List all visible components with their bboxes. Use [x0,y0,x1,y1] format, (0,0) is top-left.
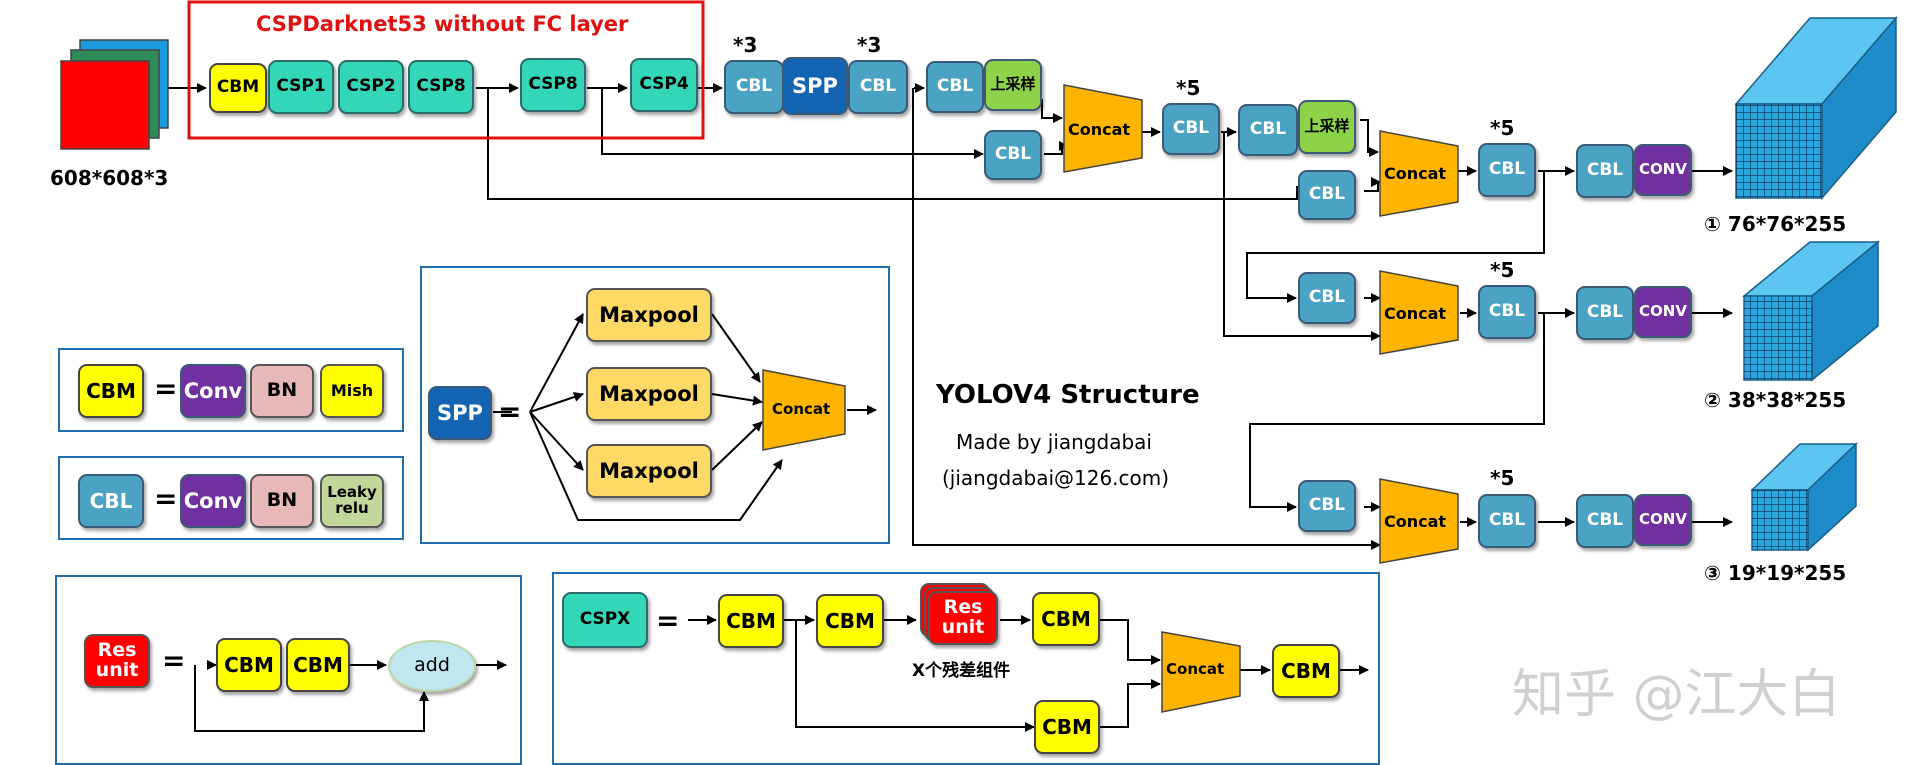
res-unit-cbm-2: CBM [286,638,350,692]
equals-spp: = [498,395,522,428]
neck-upsample-2: 上采样 [1298,100,1356,154]
cbm-definition-panel [58,348,404,432]
res-unit-cbm-1: CBM [216,638,282,692]
legend-cbl-bn: BN [250,474,314,528]
concat-label-4: Concat [1384,512,1447,531]
legend-cbl-conv: Conv [180,474,246,528]
legend-cspx: CSPX [562,592,648,648]
head-1-cbl: CBL [1576,144,1634,198]
repeat-label-cbl-before-spp: *3 [733,33,758,57]
diagram-title: YOLOV4 Structure [936,380,1200,410]
head-3-conv: CONV [1634,494,1692,546]
cspx-cbm-1: CBM [718,594,784,648]
equals-cbl: = [154,482,178,515]
neck-cbl-skip-1: CBL [984,130,1042,180]
cspx-cbm-3: CBM [1032,592,1100,646]
equals-res-unit: = [162,644,186,677]
neck-upsample-1: 上采样 [984,59,1042,111]
repeat-label-head-2: *5 [1490,258,1515,282]
head-2-conv: CONV [1634,286,1692,338]
author-credit: Made by jiangdabai [956,430,1152,454]
input-size-label: 608*608*3 [50,166,169,190]
backbone-csp8-b: CSP8 [520,58,586,112]
backbone-csp8-a: CSP8 [408,60,474,114]
neck-cbl-post-spp: CBL [848,60,908,114]
legend-cbm-bn: BN [250,364,314,418]
repeat-label-neck-1: *5 [1176,76,1201,100]
head-1-cbl-x5: CBL [1478,143,1536,197]
input-layer-red [60,60,150,150]
head-2-cbl-in: CBL [1298,272,1356,324]
cspx-cbm-out: CBM [1272,644,1340,698]
legend-cbm: CBM [78,364,144,418]
legend-cbl-leaky-relu: Leaky relu [320,474,384,528]
concat-label-cspx: Concat [1166,660,1225,678]
backbone-title: CSPDarknet53 without FC layer [256,12,629,36]
neck-cbl-skip-2: CBL [1298,170,1356,220]
legend-spp: SPP [428,386,492,440]
neck-cbl-1: CBL [926,61,984,113]
neck-cbl-2: CBL [1238,104,1298,156]
repeat-label-head-3: *5 [1490,466,1515,490]
head-3-cbl-x5: CBL [1478,494,1536,548]
equals-cspx: = [656,604,680,637]
output-label-76: ① 76*76*255 [1704,212,1847,236]
backbone-cbm: CBM [209,63,267,113]
backbone-frame [187,0,705,140]
legend-cbl: CBL [78,474,144,528]
concat-label-2: Concat [1384,164,1447,183]
watermark: 知乎 @江大白 [1512,665,1841,725]
concat-label-spp: Concat [772,400,831,418]
resunit-definition-panel [55,575,522,765]
head-3-cbl-in: CBL [1298,480,1356,532]
cbl-definition-panel [58,456,404,540]
output-label-19: ③ 19*19*255 [1704,561,1847,585]
legend-res-unit: Res unit [84,634,150,688]
cspx-cbm-shortcut: CBM [1034,700,1100,754]
legend-cbm-mish: Mish [320,364,384,418]
equals-cbm: = [154,372,178,405]
backbone-csp2: CSP2 [338,60,404,114]
head-1-conv: CONV [1634,144,1692,196]
concat-label-1: Concat [1068,120,1131,139]
spp-maxpool-3: Maxpool [586,444,712,498]
repeat-label-cbl-after-spp: *3 [857,33,882,57]
neck-cbl-pre-spp: CBL [724,60,784,114]
cspx-residual-count-label: X个残差组件 [912,661,1011,681]
backbone-csp4: CSP4 [630,58,698,112]
spp-maxpool-2: Maxpool [586,367,712,421]
cspx-res-unit: Res unit [928,591,998,645]
neck-spp: SPP [782,57,848,115]
head-2-cbl: CBL [1576,286,1634,340]
spp-maxpool-1: Maxpool [586,288,712,342]
repeat-label-head-1: *5 [1490,116,1515,140]
backbone-csp1: CSP1 [268,60,334,114]
spp-definition-panel [420,266,890,544]
head-2-cbl-x5: CBL [1478,285,1536,339]
concat-label-3: Concat [1384,304,1447,323]
legend-cbm-conv: Conv [180,364,246,418]
cspx-definition-panel [552,572,1380,765]
res-unit-add: add [388,640,476,692]
output-label-38: ② 38*38*255 [1704,388,1847,412]
head-3-cbl: CBL [1576,494,1634,548]
cspx-cbm-2: CBM [816,594,884,648]
neck-cbl-x5-1: CBL [1162,103,1220,155]
author-email: (jiangdabai@126.com) [942,466,1170,490]
